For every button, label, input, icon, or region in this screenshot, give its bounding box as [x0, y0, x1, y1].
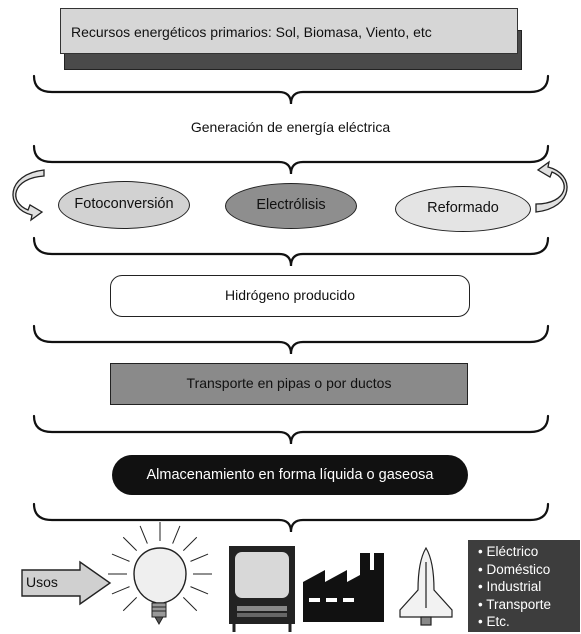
primary-resources-box: Recursos energéticos primarios: Sol, Bio…	[60, 8, 518, 54]
light-ray	[122, 536, 138, 552]
light-ray	[139, 525, 148, 544]
space-shuttle-icon	[399, 546, 453, 626]
light-ray	[190, 553, 209, 562]
brace-5	[32, 414, 550, 445]
television-icon	[229, 546, 295, 632]
transport-box: Transporte en pipas o por ductos	[110, 363, 468, 405]
uses-list-item-electric: • Eléctrico	[478, 544, 539, 559]
uses-arrow-label: Usos	[26, 574, 58, 590]
brace-4	[32, 324, 550, 355]
light-ray	[190, 586, 209, 595]
uses-list-item-domestic: • Doméstico	[478, 561, 551, 577]
light-ray	[172, 525, 181, 544]
storage-pill: Almacenamiento en forma líquida o gaseos…	[112, 455, 468, 495]
electrolysis-ellipse: Electrólisis	[225, 183, 357, 229]
brace-2	[32, 144, 550, 175]
hydrogen-produced-box: Hidrógeno producido	[110, 275, 470, 317]
factory-icon	[303, 553, 384, 622]
light-ray	[182, 536, 198, 552]
uses-list-item-industrial: • Industrial	[478, 579, 542, 594]
light-ray	[111, 586, 130, 595]
reforming-ellipse: Reformado	[395, 186, 531, 232]
cycle-arrow-left-icon	[12, 169, 45, 222]
uses-list-item-transport: • Transporte	[478, 596, 552, 612]
brace-6	[32, 502, 550, 533]
brace-3	[32, 236, 550, 267]
uses-list-box: • Eléctrico • Doméstico • Industrial • T…	[468, 540, 580, 632]
light-ray	[182, 596, 198, 612]
uses-list-item-etc: • Etc.	[478, 614, 510, 629]
electricity-generation-label: Generación de energía eléctrica	[190, 119, 391, 135]
light-bulb-icon	[108, 522, 212, 626]
usos-arrow-icon	[21, 560, 112, 606]
photoconversion-ellipse: Fotoconversión	[58, 181, 190, 229]
light-ray	[111, 553, 130, 562]
cycle-arrow-right-icon	[535, 160, 568, 213]
brace-1	[32, 74, 550, 105]
light-ray	[122, 596, 138, 612]
